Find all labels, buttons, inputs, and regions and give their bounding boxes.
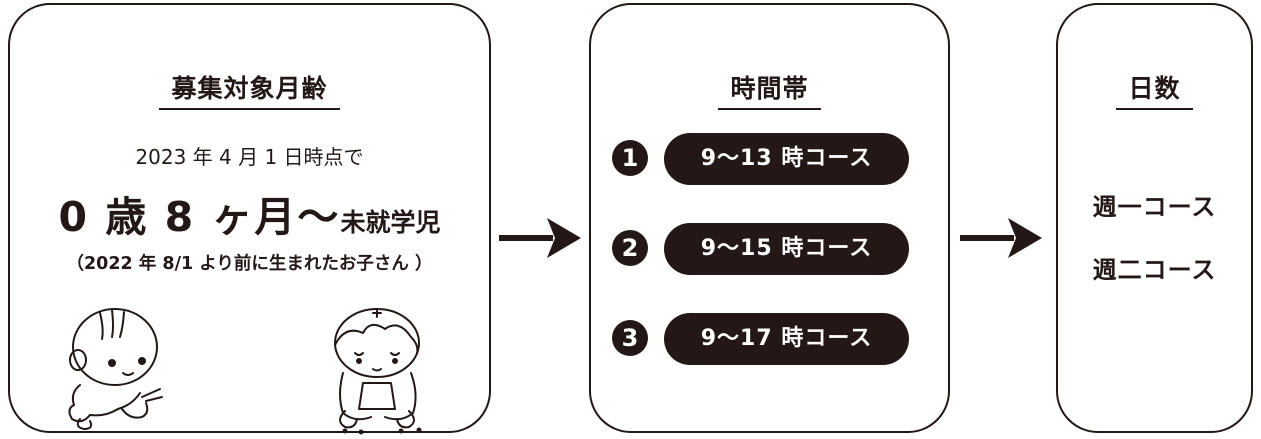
crawling-toddler-illustration	[334, 308, 422, 435]
days-per-week-box: 日数 週一コース 週二コース	[1056, 3, 1253, 433]
days-box-title: 日数	[1058, 69, 1251, 110]
course-number-badge: 1	[612, 140, 648, 176]
course-label: 9〜17 時コース	[664, 313, 909, 365]
age-box-title: 募集対象月齢	[10, 69, 489, 110]
course-number-badge: 3	[612, 320, 648, 356]
age-range-text: 0 歳 8 ヶ月〜未就学児	[10, 183, 489, 243]
day-option-twice-weekly: 週二コース	[1092, 256, 1217, 284]
age-minimum: 0 歳 8 ヶ月〜	[58, 193, 341, 241]
crawling-baby-illustration	[68, 308, 163, 430]
arrow-right-icon	[960, 218, 1042, 258]
day-option-once-weekly: 週一コース	[1092, 193, 1217, 221]
time-slot-box: 時間帯 1 9〜13 時コース 2 9〜15 時コース 3 9〜17 時コース	[589, 3, 950, 433]
course-number-badge: 2	[612, 230, 648, 266]
age-reference-date: 2023 年 4 月 1 日時点で	[135, 145, 364, 169]
arrow-right-icon	[499, 218, 581, 258]
age-maximum: 未就学児	[340, 208, 441, 237]
time-box-title: 時間帯	[591, 69, 948, 110]
course-label: 9〜15 時コース	[664, 223, 909, 275]
birthdate-note: （2022 年 8/1 より前に生まれたお子さん ）	[66, 254, 433, 274]
course-label: 9〜13 時コース	[664, 133, 909, 185]
age-requirement-box: 募集対象月齢 2023 年 4 月 1 日時点で 0 歳 8 ヶ月〜未就学児 （…	[8, 3, 491, 435]
